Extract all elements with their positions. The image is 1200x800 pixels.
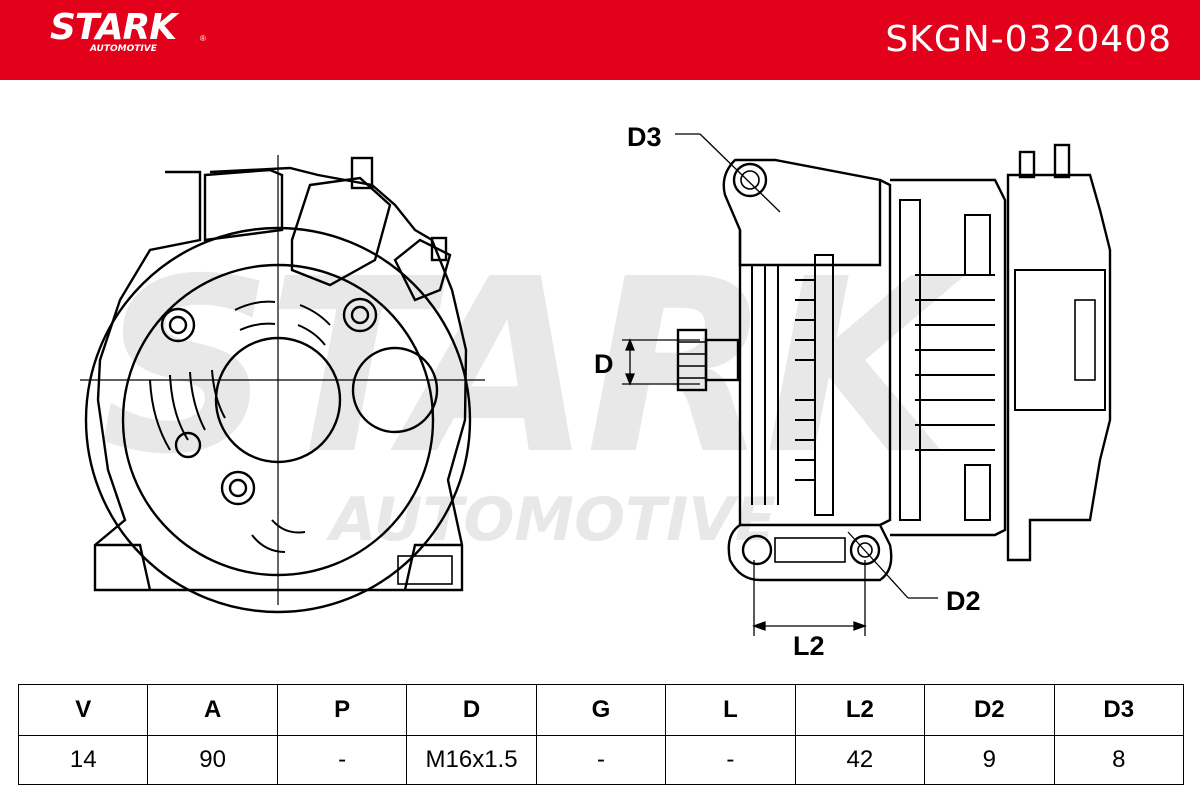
spec-header-l2: L2	[794, 684, 926, 736]
d-arrow-top	[625, 338, 635, 351]
spec-header-d3: D3	[1053, 684, 1184, 736]
spec-value-d2: 9	[924, 735, 1055, 785]
side-bottom-ear-hole-left	[741, 534, 773, 566]
technical-drawing: STARK AUTOMOTIVE	[80, 122, 1112, 661]
alternator-side-view	[676, 143, 1112, 582]
front-boss-circle	[351, 346, 439, 434]
side-rear-housing	[890, 178, 1007, 537]
spec-header-v: V	[17, 684, 149, 736]
front-foot-slot	[397, 555, 453, 585]
registered-mark: ®	[200, 34, 206, 43]
side-top-ear-hole	[732, 162, 768, 198]
l2-arrow-left	[752, 621, 766, 631]
front-bolts	[160, 297, 378, 506]
side-connector-plug	[1074, 299, 1096, 381]
front-connector-block	[290, 176, 392, 287]
side-bottom-ear	[727, 524, 893, 582]
spec-header-g: G	[535, 684, 667, 736]
spec-value-p: -	[276, 735, 408, 785]
side-top-ear-hole-inner	[740, 170, 760, 190]
label-d: D	[594, 349, 614, 379]
alternator-front-view	[80, 155, 485, 614]
spec-header-row: V A P D G L L2 D2 D3	[17, 684, 1184, 736]
d3-leader-diagonal	[699, 133, 781, 213]
side-terminal-1	[1018, 150, 1036, 179]
part-number: SKGN-0320408	[885, 19, 1172, 60]
spec-value-d3: 8	[1053, 735, 1184, 785]
spec-value-d: M16x1.5	[406, 735, 537, 785]
front-rotor-outer-ring	[84, 226, 472, 614]
side-terminal-2	[1053, 143, 1071, 179]
side-rear-fins	[899, 199, 995, 521]
side-bottom-ear-slot	[774, 537, 846, 563]
side-main-body	[738, 178, 892, 527]
logo-brand: STARK	[50, 7, 177, 48]
d2-leader-diagonal	[847, 531, 909, 599]
spec-header-p: P	[276, 684, 408, 736]
side-rear-cover	[1006, 173, 1112, 562]
dimension-annotations	[622, 133, 938, 636]
front-vent-slots	[149, 300, 331, 553]
watermark-sub: AUTOMOTIVE	[326, 485, 776, 555]
label-d3: D3	[627, 122, 662, 152]
side-nut-teeth	[678, 341, 706, 379]
front-b-plus-terminal	[393, 238, 452, 302]
front-top-ear	[203, 168, 284, 242]
header-bar: STARK AUTOMOTIVE ® SKGN-0320408	[0, 0, 1200, 80]
stark-logo: STARK AUTOMOTIVE ®	[50, 7, 206, 55]
spec-value-g: -	[535, 735, 667, 785]
front-hub-ring	[214, 336, 342, 464]
l2-arrow-right	[853, 621, 867, 631]
spec-header-a: A	[147, 684, 278, 736]
spec-value-l2: 42	[794, 735, 926, 785]
side-bottom-ear-hole-right-inner	[857, 542, 873, 558]
side-cooling-fins	[751, 254, 834, 516]
spec-table: V A P D G L L2 D2 D3 14 90 - M16x1.5 - -…	[17, 684, 1184, 785]
front-bottom-foot	[95, 543, 462, 591]
watermark-main: STARK	[100, 227, 965, 507]
watermark: STARK AUTOMOTIVE	[100, 227, 971, 555]
side-shaft	[704, 338, 740, 382]
spec-value-a: 90	[147, 735, 278, 785]
front-terminal-post	[350, 156, 374, 190]
logo-brand-sub: AUTOMOTIVE	[90, 44, 157, 54]
spec-value-v: 14	[17, 735, 149, 785]
d-arrow-bottom	[625, 373, 635, 386]
front-b-plus-stud	[430, 236, 448, 262]
spec-header-l: L	[665, 684, 796, 736]
side-top-ear	[722, 158, 882, 267]
spec-value-row: 14 90 - M16x1.5 - - 42 9 8	[17, 735, 1184, 785]
front-rotor-inner-ring	[121, 263, 435, 577]
spec-value-l: -	[665, 735, 796, 785]
label-d2: D2	[946, 586, 981, 616]
spec-header-d2: D2	[924, 684, 1055, 736]
side-connector-housing	[1014, 269, 1106, 411]
front-housing-outline	[93, 166, 468, 592]
label-l2: L2	[793, 631, 825, 661]
spec-header-d: D	[406, 684, 537, 736]
